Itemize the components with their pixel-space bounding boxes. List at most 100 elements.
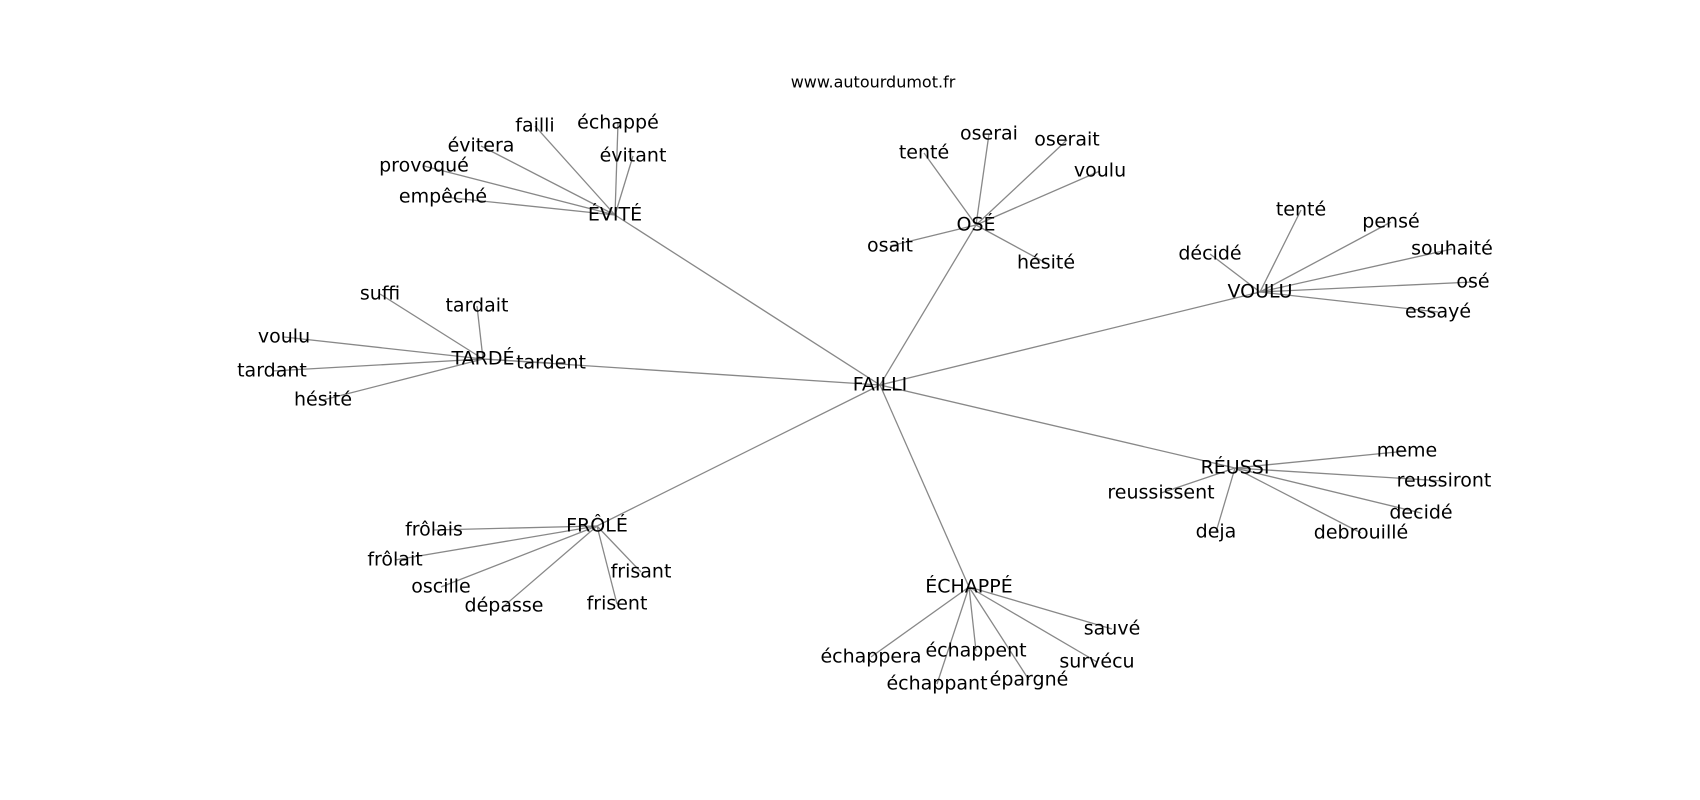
- word-node[interactable]: frisant: [611, 561, 672, 583]
- edge-echappe-2: [968, 586, 977, 652]
- edge-frole-4: [503, 525, 598, 607]
- edge-voulu-4: [1259, 281, 1474, 293]
- word-node[interactable]: osé: [1456, 271, 1489, 293]
- edge-tarde-2: [283, 336, 484, 360]
- word-node[interactable]: voulu: [258, 326, 310, 348]
- word-node[interactable]: deja: [1196, 521, 1237, 543]
- word-node[interactable]: échappé: [577, 112, 659, 134]
- word-node[interactable]: dépasse: [465, 595, 544, 617]
- word-node[interactable]: frôlais: [405, 519, 463, 541]
- word-node[interactable]: frisent: [587, 593, 648, 615]
- center-node[interactable]: FAILLI: [853, 374, 908, 396]
- edge-ose-0: [923, 152, 977, 226]
- word-node[interactable]: évitant: [600, 145, 667, 167]
- edge-center-voulu: [879, 291, 1261, 386]
- word-node[interactable]: échappent: [925, 640, 1026, 662]
- edge-center-ose: [879, 224, 977, 386]
- word-node[interactable]: oserait: [1034, 129, 1099, 151]
- edge-echappe-1: [870, 586, 970, 658]
- word-node[interactable]: évitera: [448, 135, 515, 157]
- edge-tarde-5: [322, 358, 484, 401]
- edge-reussi-1: [1160, 467, 1236, 494]
- edge-center-frole: [596, 384, 881, 527]
- edge-reussi-4: [1215, 467, 1236, 533]
- hub-node-tarde[interactable]: TARDÉ: [451, 347, 515, 370]
- word-node[interactable]: hésité: [1017, 252, 1075, 274]
- edge-voulu-3: [1259, 248, 1453, 293]
- edge-center-evite: [614, 214, 881, 386]
- word-node[interactable]: tardant: [237, 360, 307, 382]
- word-node[interactable]: suffi: [360, 283, 400, 305]
- edge-reussi-0: [1234, 450, 1408, 469]
- edge-reussi-2: [1234, 467, 1445, 482]
- edge-frole-3: [440, 525, 598, 588]
- word-node[interactable]: survécu: [1059, 651, 1134, 673]
- edge-reussi-5: [1234, 467, 1362, 534]
- word-node[interactable]: essayé: [1405, 301, 1471, 323]
- edge-reussi-3: [1234, 467, 1422, 514]
- edge-evite-3: [614, 155, 634, 216]
- edge-tarde-0: [379, 293, 484, 360]
- edge-ose-3: [975, 170, 1101, 226]
- labels-layer: FAILLI ÉVITÉ failli échappé évitera évitant pr…: [237, 112, 1493, 695]
- word-node[interactable]: voulu: [1074, 160, 1126, 182]
- word-node[interactable]: meme: [1377, 440, 1437, 462]
- edge-ose-4: [889, 224, 977, 247]
- hub-node-ose[interactable]: OSÉ: [956, 213, 995, 236]
- word-node[interactable]: tenté: [1276, 199, 1326, 221]
- edge-evite-1: [614, 122, 619, 216]
- edge-tarde-1: [476, 305, 484, 360]
- edge-tarde-3: [271, 358, 484, 372]
- edge-voulu-5: [1259, 291, 1439, 313]
- edge-ose-5: [975, 224, 1047, 264]
- edges-layer: [271, 122, 1474, 685]
- word-node[interactable]: debrouillé: [1314, 522, 1408, 544]
- edge-echappe-5: [968, 586, 1030, 681]
- word-node[interactable]: provoqué: [379, 155, 469, 177]
- word-node[interactable]: empêché: [399, 186, 487, 208]
- edge-ose-2: [975, 139, 1068, 226]
- edge-frole-1: [394, 525, 598, 561]
- hub-node-voulu[interactable]: VOULU: [1227, 281, 1292, 303]
- hub-node-evite[interactable]: ÉVITÉ: [588, 203, 642, 226]
- word-node[interactable]: reussiront: [1397, 470, 1492, 492]
- source-watermark: www.autourdumot.fr: [791, 73, 956, 92]
- edge-echappe-4: [936, 586, 970, 685]
- word-node[interactable]: hésité: [294, 389, 352, 411]
- edge-frole-0: [433, 525, 598, 531]
- word-node[interactable]: decidé: [1389, 502, 1452, 524]
- edge-evite-2: [480, 145, 616, 216]
- word-node[interactable]: sauvé: [1084, 618, 1141, 640]
- hub-node-frole[interactable]: FRÔLÉ: [566, 513, 628, 537]
- edge-center-echappe: [879, 384, 970, 588]
- word-node[interactable]: échappera: [820, 646, 921, 668]
- edge-voulu-1: [1259, 221, 1392, 293]
- edge-frole-2: [596, 525, 642, 573]
- word-node[interactable]: souhaité: [1411, 238, 1493, 260]
- edge-echappe-0: [968, 586, 1113, 630]
- word-node[interactable]: reussissent: [1107, 482, 1214, 504]
- word-node[interactable]: failli: [515, 115, 554, 137]
- word-node[interactable]: tardait: [445, 295, 508, 317]
- word-node[interactable]: osait: [867, 235, 913, 257]
- hub-node-reussi[interactable]: RÉUSSI: [1201, 456, 1270, 479]
- word-node[interactable]: tenté: [899, 142, 949, 164]
- edge-ose-1: [975, 133, 990, 226]
- word-node[interactable]: pensé: [1362, 211, 1419, 233]
- edge-echappe-3: [968, 586, 1098, 663]
- edge-evite-0: [534, 125, 616, 216]
- hub-node-echappe[interactable]: ÉCHAPPÉ: [925, 575, 1012, 598]
- word-node[interactable]: oscille: [411, 576, 471, 598]
- word-node[interactable]: frôlait: [367, 549, 422, 571]
- word-node[interactable]: échappant: [886, 673, 987, 695]
- edge-voulu-0: [1259, 209, 1302, 293]
- word-node[interactable]: tardent: [516, 352, 586, 374]
- word-node[interactable]: épargné: [990, 669, 1069, 691]
- edge-evite-4: [423, 165, 616, 216]
- word-node[interactable]: décidé: [1178, 243, 1241, 265]
- edge-voulu-2: [1209, 253, 1261, 293]
- edge-evite-5: [442, 196, 616, 216]
- edge-center-reussi: [879, 384, 1236, 469]
- word-node[interactable]: oserai: [960, 123, 1018, 145]
